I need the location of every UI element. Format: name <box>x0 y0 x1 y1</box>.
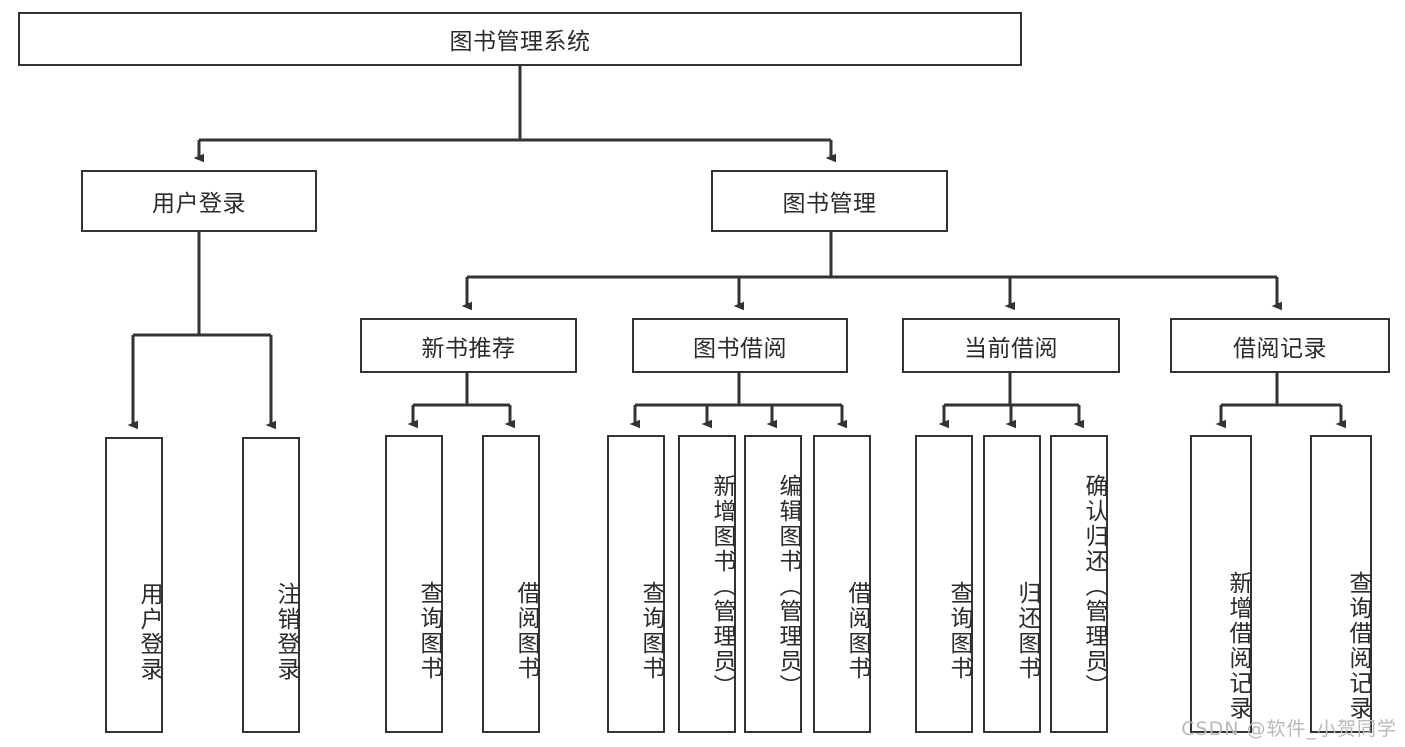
node-label: 用户登录 <box>152 191 246 217</box>
node-label: 查询图书 <box>638 581 664 681</box>
node-label: 新增图书（管理员） <box>709 473 735 699</box>
node-label: 图书管理系统 <box>449 29 591 55</box>
node-label: 查询图书 <box>946 581 972 681</box>
node-leaf-query-borrow-record[interactable]: 查询借阅记录 <box>1310 435 1372 733</box>
node-label: 新增借阅记录 <box>1225 571 1251 721</box>
node-label: 当前借阅 <box>964 335 1058 362</box>
node-leaf-query-book-1[interactable]: 查询图书 <box>385 435 443 733</box>
node-leaf-borrow-book-1[interactable]: 借阅图书 <box>482 435 540 733</box>
node-label: 借阅图书 <box>844 581 870 681</box>
node-leaf-add-borrow-record[interactable]: 新增借阅记录 <box>1190 435 1252 733</box>
node-label: 查询图书 <box>416 581 442 681</box>
node-leaf-borrow-book-2[interactable]: 借阅图书 <box>813 435 871 733</box>
node-label: 新书推荐 <box>421 335 516 362</box>
node-leaf-query-book-3[interactable]: 查询图书 <box>915 435 973 733</box>
node-leaf-return-book[interactable]: 归还图书 <box>983 435 1041 733</box>
node-new-book-recommend[interactable]: 新书推荐 <box>360 318 577 373</box>
node-leaf-query-book-2[interactable]: 查询图书 <box>607 435 665 733</box>
node-label: 编辑图书（管理员） <box>775 473 801 699</box>
node-user-login[interactable]: 用户登录 <box>81 170 317 232</box>
node-current-borrow[interactable]: 当前借阅 <box>902 318 1120 373</box>
node-label: 图书管理 <box>782 191 877 217</box>
node-leaf-edit-book-admin[interactable]: 编辑图书（管理员） <box>744 435 802 733</box>
node-label: 用户登录 <box>136 582 162 682</box>
node-label: 归还图书 <box>1014 581 1040 681</box>
node-label: 借阅记录 <box>1233 335 1327 362</box>
node-leaf-confirm-return-admin[interactable]: 确认归还（管理员） <box>1050 435 1108 733</box>
node-leaf-add-book-admin[interactable]: 新增图书（管理员） <box>678 435 736 733</box>
node-leaf-logout[interactable]: 注销登录 <box>242 437 300 733</box>
node-system-root[interactable]: 图书管理系统 <box>18 12 1022 66</box>
node-label: 查询借阅记录 <box>1345 571 1371 721</box>
node-label: 借阅图书 <box>513 581 539 681</box>
node-leaf-user-login[interactable]: 用户登录 <box>105 437 163 733</box>
csdn-watermark: CSDN @软件_小贺同学 <box>1181 718 1397 740</box>
node-borrow-record[interactable]: 借阅记录 <box>1170 318 1390 373</box>
node-book-management[interactable]: 图书管理 <box>711 170 948 232</box>
node-label: 确认归还（管理员） <box>1081 473 1107 699</box>
node-label: 图书借阅 <box>693 335 787 362</box>
node-label: 注销登录 <box>273 582 299 682</box>
node-book-borrow[interactable]: 图书借阅 <box>632 318 848 373</box>
